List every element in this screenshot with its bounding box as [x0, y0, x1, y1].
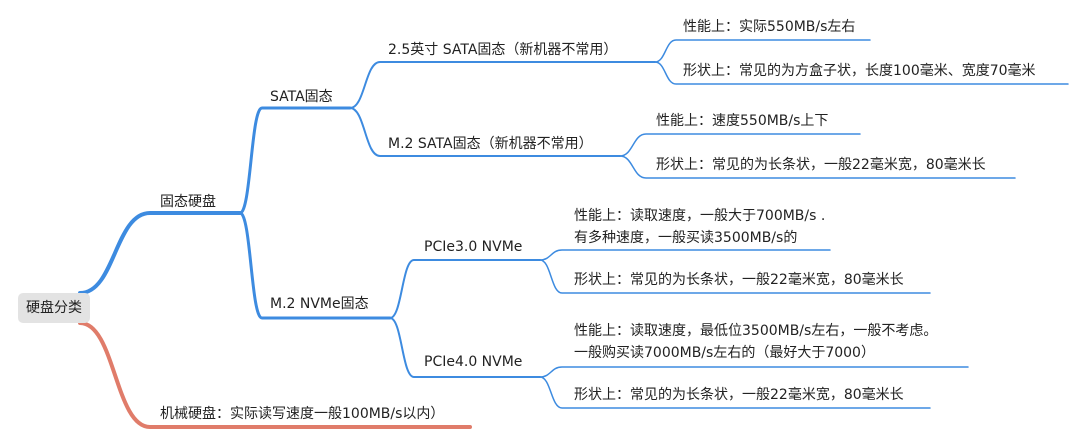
edge-sata-25 [349, 61, 656, 109]
pcie4-shape: 形状上：常见的为长条状，一般22毫米宽，80毫米长 [574, 387, 904, 403]
edge-nvme-pcie4 [389, 317, 541, 378]
pcie4-performance: 性能上：读取速度，最低位3500MB/s左右，一般不考虑。 一般购买读7000M… [574, 323, 938, 361]
pcie3-shape: 形状上：常见的为长条状，一般22毫米宽，80毫米长 [574, 272, 904, 288]
ssd-node[interactable]: 固态硬盘 [160, 194, 216, 210]
sata-ssd-node[interactable]: SATA固态 [270, 89, 333, 105]
hdd-node[interactable]: 机械硬盘：实际读写速度一般100MB/s以内） [160, 406, 445, 422]
m2-sata-shape: 形状上：常见的为长条状，一般22毫米宽，80毫米长 [656, 157, 986, 173]
edge-sata25-perf [654, 39, 871, 63]
edge-root-ssd [78, 211, 242, 295]
m2-sata-node[interactable]: M.2 SATA固态（新机器不常用） [388, 136, 593, 152]
pcie4-node[interactable]: PCIe4.0 NVMe [424, 354, 523, 370]
m2-sata-performance: 性能上：速度550MB/s上下 [656, 113, 829, 129]
pcie3-node[interactable]: PCIe3.0 NVMe [424, 239, 523, 255]
edge-m2sata-perf [619, 133, 861, 157]
edge-sata25-shape [654, 61, 1069, 85]
pcie3-performance: 性能上：读取速度，一般大于700MB/s . 有多种速度，一般买读3500MB/… [574, 208, 826, 246]
edge-m2sata-shape [619, 155, 1016, 179]
edge-sata-m2 [349, 107, 621, 157]
edge-pcie4-shape [539, 376, 931, 409]
edge-nvme-pcie3 [389, 259, 541, 319]
nvme-ssd-node[interactable]: M.2 NVMe固态 [270, 296, 369, 312]
edge-pcie4-perf [539, 366, 969, 378]
edge-pcie3-shape [539, 259, 931, 294]
edge-ssd-nvme [238, 211, 392, 320]
sata-25-shape: 形状上：常见的为方盒子状，长度100毫米、宽度70毫米 [683, 63, 1036, 79]
sata-25-performance: 性能上：实际550MB/s左右 [683, 19, 856, 35]
edge-pcie3-perf [539, 249, 831, 261]
root-node[interactable]: 硬盘分类 [18, 293, 90, 323]
edge-ssd-sata [238, 106, 352, 215]
sata-25-node[interactable]: 2.5英寸 SATA固态（新机器不常用） [388, 42, 618, 58]
edge-root-hdd [78, 321, 472, 429]
